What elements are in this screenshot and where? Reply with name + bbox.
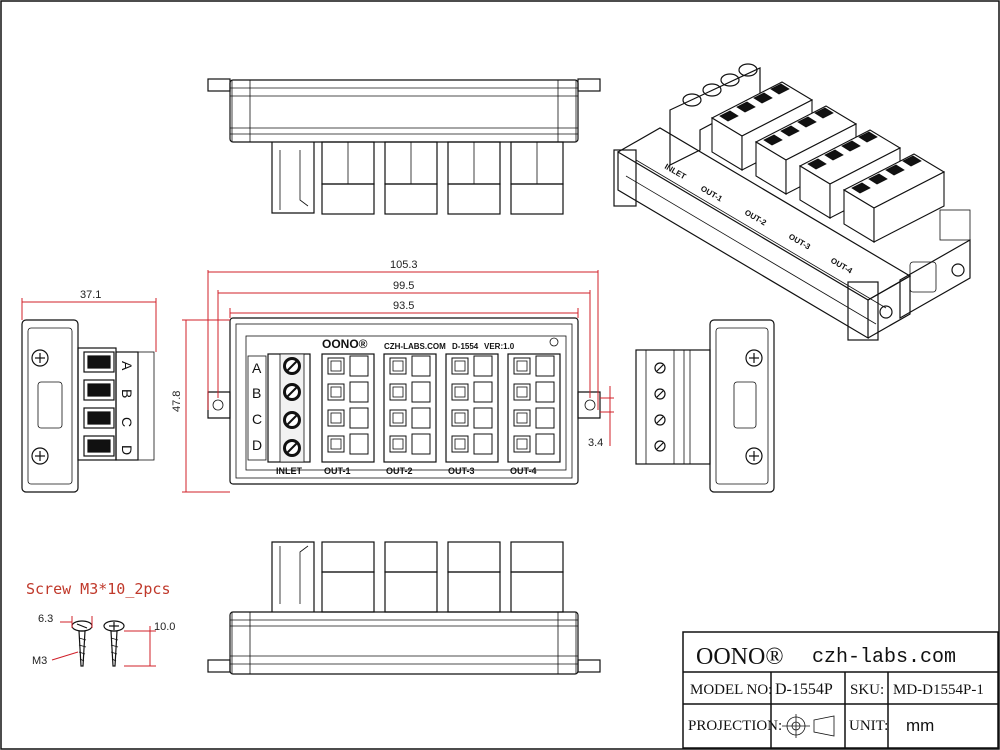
screw-dim-length: 10.0 bbox=[154, 621, 175, 633]
model-label: MODEL NO: bbox=[690, 682, 772, 698]
screw-icon bbox=[31, 349, 49, 465]
output-label-2: OUT-2 bbox=[386, 466, 413, 476]
unit-value: mm bbox=[906, 716, 934, 735]
iso-label-out2: OUT-2 bbox=[743, 208, 768, 228]
screw-icon bbox=[682, 63, 758, 107]
iso-block-4 bbox=[842, 153, 946, 243]
dim-height: 47.8 bbox=[171, 391, 183, 412]
screw-dim-head: 6.3 bbox=[38, 613, 53, 625]
inlet-terminal: INLET bbox=[267, 353, 311, 476]
projection-label: PROJECTION: bbox=[688, 718, 782, 734]
side-letter-b: B bbox=[119, 389, 135, 398]
mount-hole-icon bbox=[549, 337, 559, 347]
title-brand: OONO® bbox=[696, 644, 784, 670]
board-model: D-1554 bbox=[452, 342, 479, 351]
dim-side-depth: 37.1 bbox=[80, 289, 101, 301]
projection-symbol-icon bbox=[782, 714, 835, 738]
board-version: VER:1.0 bbox=[484, 342, 515, 351]
row-letter-d: D bbox=[252, 437, 262, 453]
dim-slot: 3.4 bbox=[588, 437, 603, 449]
output-label-3: OUT-3 bbox=[448, 466, 475, 476]
title-site: czh-labs.com bbox=[812, 646, 956, 669]
sku-label: SKU: bbox=[850, 682, 884, 698]
side-letter-d: D bbox=[119, 445, 135, 455]
iso-label-out4: OUT-4 bbox=[829, 256, 854, 276]
board-logo: OONO® bbox=[322, 337, 368, 351]
output-label-4: OUT-4 bbox=[510, 466, 537, 476]
output-block-2: OUT-2 bbox=[383, 353, 437, 476]
right-side-view bbox=[635, 319, 775, 493]
row-letter-c: C bbox=[252, 411, 262, 427]
row-letter-a: A bbox=[252, 360, 262, 376]
screw-icon bbox=[745, 349, 763, 465]
isometric-view: INLET OUT-1 OUT-2 OUT-3 OUT-4 bbox=[613, 63, 971, 341]
screw-detail: Screw M3*10_2pcs 6.3 10.0 M3 bbox=[26, 580, 175, 667]
dim-width-outer: 105.3 bbox=[390, 259, 418, 271]
screw-icon bbox=[283, 357, 301, 457]
iso-label-out3: OUT-3 bbox=[787, 232, 812, 252]
output-block-3: OUT-3 bbox=[445, 353, 499, 476]
top-view bbox=[207, 78, 601, 215]
unit-label: UNIT: bbox=[849, 718, 888, 734]
side-letter-c: C bbox=[119, 417, 135, 427]
output-terminals: OUT-1 OUT-2 OUT-3 OUT-4 bbox=[321, 353, 561, 476]
screw-note: Screw M3*10_2pcs bbox=[26, 580, 171, 598]
output-block-4: OUT-4 bbox=[507, 353, 561, 476]
inlet-label: INLET bbox=[276, 466, 303, 476]
bottom-view bbox=[207, 541, 601, 675]
sku-value: MD-D1554P-1 bbox=[893, 682, 984, 698]
row-letter-b: B bbox=[252, 385, 261, 401]
output-block-1: OUT-1 bbox=[321, 353, 375, 476]
front-view: A B C D INLET OONO® CZH-LABS.COM D-1554 … bbox=[207, 317, 601, 485]
dim-width-inner: 93.5 bbox=[393, 300, 414, 312]
dimension-lines: 105.3 99.5 93.5 47.8 37.1 3.4 bbox=[21, 259, 614, 493]
board-site: CZH-LABS.COM bbox=[384, 342, 446, 351]
side-letter-a: A bbox=[119, 361, 135, 371]
row-letters: A B C D bbox=[247, 355, 267, 461]
left-side-view: A B C D bbox=[21, 319, 155, 493]
model-value: D-1554P bbox=[775, 681, 833, 698]
screw-icon bbox=[71, 620, 125, 667]
iso-label-out1: OUT-1 bbox=[699, 184, 724, 204]
iso-output-blocks bbox=[710, 81, 946, 243]
screw-dim-thread: M3 bbox=[32, 655, 47, 667]
side-letters: A B C D bbox=[119, 361, 135, 455]
dim-width-mid: 99.5 bbox=[393, 280, 414, 292]
output-label-1: OUT-1 bbox=[324, 466, 351, 476]
title-block: OONO® czh-labs.com MODEL NO: D-1554P SKU… bbox=[682, 631, 999, 749]
